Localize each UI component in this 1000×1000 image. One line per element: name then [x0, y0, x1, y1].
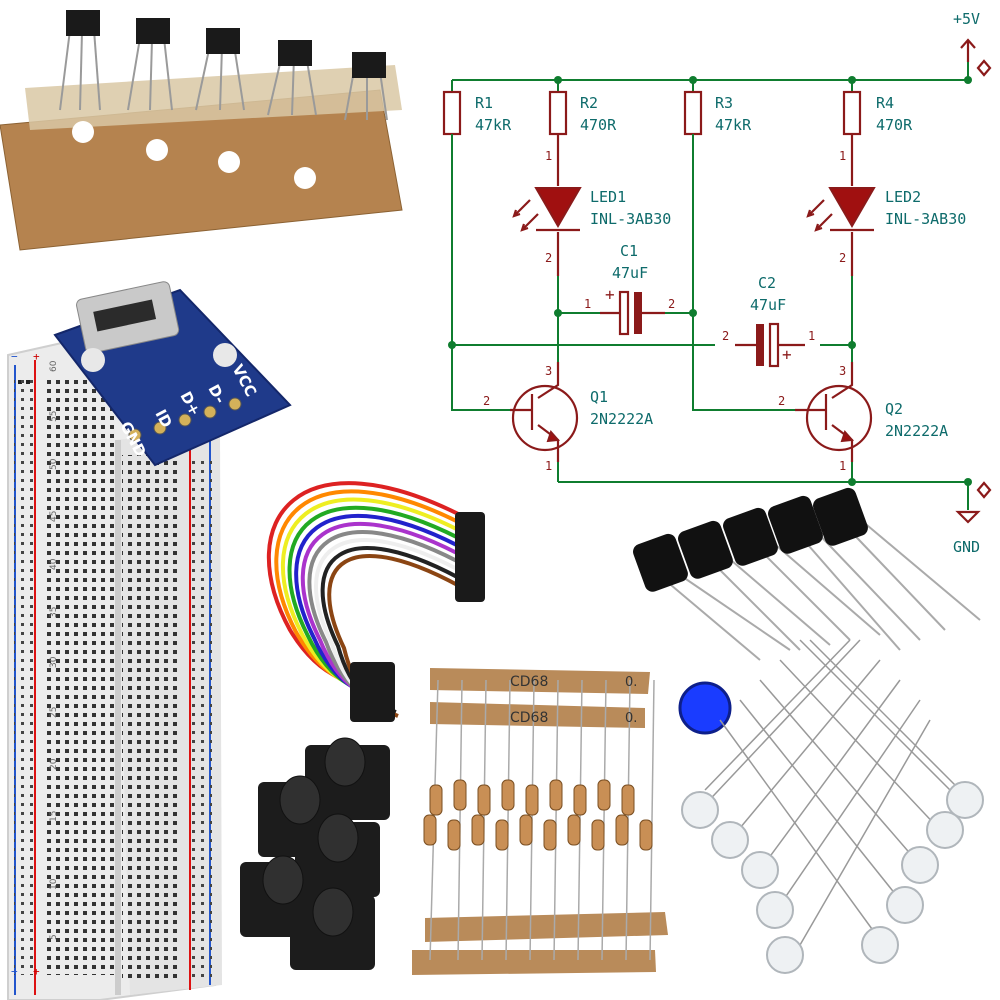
- svg-text:1: 1: [584, 297, 591, 311]
- resistor-r2: R2 470R: [548, 80, 617, 136]
- svg-text:1: 1: [545, 149, 552, 163]
- svg-text:30: 30: [49, 656, 59, 668]
- breadboard-rail-marks: + − + −: [11, 350, 40, 978]
- transistor-q2: 3 2 1 Q2 2N2222A: [778, 362, 948, 482]
- svg-text:1: 1: [839, 149, 846, 163]
- svg-text:+: +: [782, 345, 792, 364]
- svg-text:10: 10: [49, 878, 59, 890]
- svg-text:GND: GND: [116, 418, 149, 459]
- svg-text:3: 3: [839, 364, 846, 378]
- svg-text:+: +: [33, 965, 40, 978]
- svg-text:2: 2: [545, 251, 552, 265]
- svg-text:LED2: LED2: [885, 188, 921, 206]
- resistor-r4: R4 470R: [842, 80, 913, 136]
- svg-text:−: −: [11, 350, 18, 363]
- svg-text:15: 15: [49, 811, 59, 822]
- svg-text:D+: D+: [176, 388, 204, 419]
- svg-text:CD68: CD68: [510, 674, 548, 690]
- transistor-q1: 3 2 1 Q1 2N2222A: [483, 362, 653, 482]
- svg-text:R4: R4: [876, 94, 894, 112]
- svg-text:3: 3: [545, 364, 552, 378]
- svg-text:ID: ID: [151, 406, 175, 430]
- svg-text:−: −: [11, 965, 18, 978]
- svg-text:2: 2: [483, 394, 490, 408]
- svg-text:1: 1: [545, 459, 552, 473]
- breadboard-row-numbers: 5 10 15 20 25 30 35 40 45 50 55 60: [49, 360, 59, 940]
- breadboard: [7, 328, 222, 1000]
- svg-text:0.: 0.: [625, 711, 637, 726]
- svg-text:1: 1: [839, 459, 846, 473]
- svg-text:2: 2: [722, 329, 729, 343]
- svg-text:VCC: VCC: [228, 361, 260, 399]
- svg-text:CD68: CD68: [510, 710, 548, 726]
- svg-text:0.: 0.: [625, 675, 637, 690]
- svg-text:C2: C2: [758, 274, 776, 292]
- svg-text:INL-3AB30: INL-3AB30: [885, 210, 966, 228]
- svg-text:LED1: LED1: [590, 188, 626, 206]
- supply-label: +5V: [953, 10, 980, 28]
- led-led2: 1 2 LED2 INL-3AB30: [806, 134, 966, 276]
- svg-text:50: 50: [49, 458, 59, 470]
- svg-text:D-: D-: [204, 381, 229, 406]
- svg-text:47kR: 47kR: [715, 116, 752, 134]
- svg-text:2N2222A: 2N2222A: [590, 410, 653, 428]
- led-led1: 1 2 LED1 INL-3AB30: [512, 134, 671, 276]
- blue-led-top: [678, 681, 732, 735]
- svg-text:47uF: 47uF: [612, 264, 648, 282]
- svg-text:1: 1: [808, 329, 815, 343]
- svg-text:35: 35: [49, 607, 59, 618]
- svg-text:60: 60: [49, 360, 59, 372]
- resistor-strip: [412, 668, 668, 975]
- resistor-r3: R3 47kR: [683, 80, 752, 136]
- svg-text:Q1: Q1: [590, 388, 608, 406]
- clear-leds-fan: [681, 639, 984, 974]
- svg-text:R2: R2: [580, 94, 598, 112]
- svg-text:Q2: Q2: [885, 400, 903, 418]
- svg-text:40: 40: [49, 558, 59, 570]
- svg-text:2: 2: [839, 251, 846, 265]
- transistor-strip: [0, 10, 403, 251]
- svg-text:470R: 470R: [876, 116, 913, 134]
- svg-text:20: 20: [49, 758, 59, 770]
- svg-text:C1: C1: [620, 242, 638, 260]
- svg-text:5: 5: [49, 934, 59, 940]
- svg-text:+: +: [605, 285, 615, 304]
- svg-text:2: 2: [778, 394, 785, 408]
- svg-text:25: 25: [49, 707, 59, 718]
- ground-label: GND: [953, 538, 980, 556]
- svg-text:INL-3AB30: INL-3AB30: [590, 210, 671, 228]
- svg-text:R1: R1: [475, 94, 493, 112]
- tactile-buttons: [240, 737, 390, 970]
- svg-text:45: 45: [49, 511, 59, 522]
- svg-text:470R: 470R: [580, 116, 617, 134]
- usb-breakout-pcb: [53, 281, 292, 467]
- svg-text:47uF: 47uF: [750, 296, 786, 314]
- usb-pin-labels: GND ID D+ D- VCC: [116, 361, 260, 459]
- svg-text:2: 2: [668, 297, 675, 311]
- svg-text:R3: R3: [715, 94, 733, 112]
- power-5v-symbol: +5V: [953, 10, 992, 80]
- svg-text:+: +: [33, 350, 40, 363]
- ground-symbol: GND: [953, 481, 992, 556]
- electrolytic-capacitors: [633, 487, 981, 661]
- svg-text:55: 55: [49, 411, 59, 422]
- capacitor-c2: 2 + 1 C2 47uF: [452, 274, 852, 368]
- svg-text:2N2222A: 2N2222A: [885, 422, 948, 440]
- svg-text:47kR: 47kR: [475, 116, 512, 134]
- capacitor-c1: 1 + 2 C1 47uF: [558, 242, 693, 336]
- jumper-wire-bundle: [266, 481, 485, 722]
- resistor-tape-labels: CD68 CD68 0. 0.: [510, 674, 637, 726]
